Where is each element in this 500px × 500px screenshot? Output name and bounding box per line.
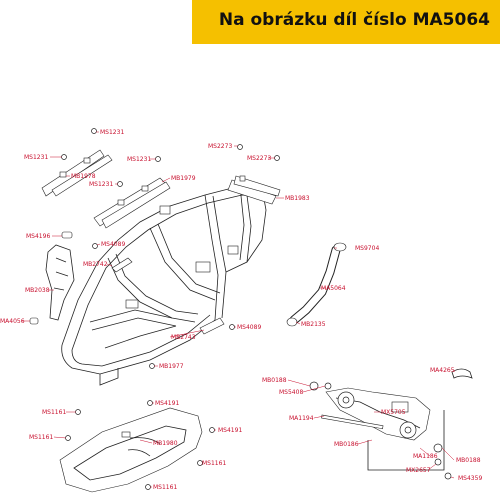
callout-mb2038: MB2038 xyxy=(25,287,50,294)
callout-mb1980: MB1980 xyxy=(153,440,178,447)
callout-mb1978: MB1978 xyxy=(71,173,96,180)
callout-mb0188-b: MB0188 xyxy=(456,457,481,464)
callout-mb0186: MB0186 xyxy=(334,441,359,448)
small-parts xyxy=(29,231,473,379)
callout-ms1161-d: MS1161 xyxy=(153,484,177,491)
callout-ms4359: MS4359 xyxy=(458,475,482,482)
callout-ms1161-a: MS1161 xyxy=(42,409,66,416)
callout-ma4265: MA4265 xyxy=(430,367,455,374)
callout-ms4089-a: MS4089 xyxy=(101,241,125,248)
callout-ms1231-mid: MS1231 xyxy=(127,156,151,163)
callout-mb1983: MB1983 xyxy=(285,195,310,202)
callout-ms1161-b: MS1161 xyxy=(29,434,53,441)
callout-ma4056: MA4056 xyxy=(0,318,25,325)
main-frame xyxy=(45,185,267,386)
callout-ms9704: MS9704 xyxy=(355,245,379,252)
callout-mb1979: MB1979 xyxy=(171,175,196,182)
callout-ms1231-top: MS1231 xyxy=(100,129,124,136)
upper-brackets xyxy=(41,149,281,229)
callout-mx5705: MX5705 xyxy=(381,409,406,416)
callout-ms2273-a: MS2273 xyxy=(208,143,232,150)
callout-mx2657: MX2657 xyxy=(406,467,431,474)
tube-ma5064 xyxy=(286,242,347,327)
floor-pan xyxy=(59,407,203,493)
callout-ma1186: MA1186 xyxy=(413,453,438,460)
callout-ms1161-c: MS1161 xyxy=(202,460,226,467)
callout-mb2742: MB2742 xyxy=(83,261,108,268)
callout-ms4089-b: MS4089 xyxy=(237,324,261,331)
callout-mb2743: MB2743 xyxy=(171,334,196,341)
callout-ms1231-low: MS1231 xyxy=(89,181,113,188)
callout-ma1194: MA1194 xyxy=(289,415,314,422)
callout-mb1977: MB1977 xyxy=(159,363,184,370)
callout-mb0188-a: MB0188 xyxy=(262,377,287,384)
fasteners xyxy=(61,128,280,490)
callout-ma5064: MA5064 xyxy=(321,285,346,292)
part-number-banner: Na obrázku díl číslo MA5064 xyxy=(192,0,500,44)
callout-labels: MS1231 MS1231 MB1978 MS1231 MS1231 MB197… xyxy=(0,129,482,491)
callout-ms4191-b: MS4191 xyxy=(218,427,242,434)
engine-mount-assembly xyxy=(309,381,452,480)
callout-ms2273-b: MS2273 xyxy=(247,155,271,162)
callout-ms4196: MS4196 xyxy=(26,233,50,240)
callout-ms1231-left: MS1231 xyxy=(24,154,48,161)
callout-mb2135: MB2135 xyxy=(301,321,326,328)
leader-lines xyxy=(22,131,456,488)
callout-ms4191-a: MS4191 xyxy=(155,400,179,407)
banner-title: Na obrázku díl číslo MA5064 xyxy=(218,10,490,30)
callout-ms5408: MS5408 xyxy=(279,389,303,396)
